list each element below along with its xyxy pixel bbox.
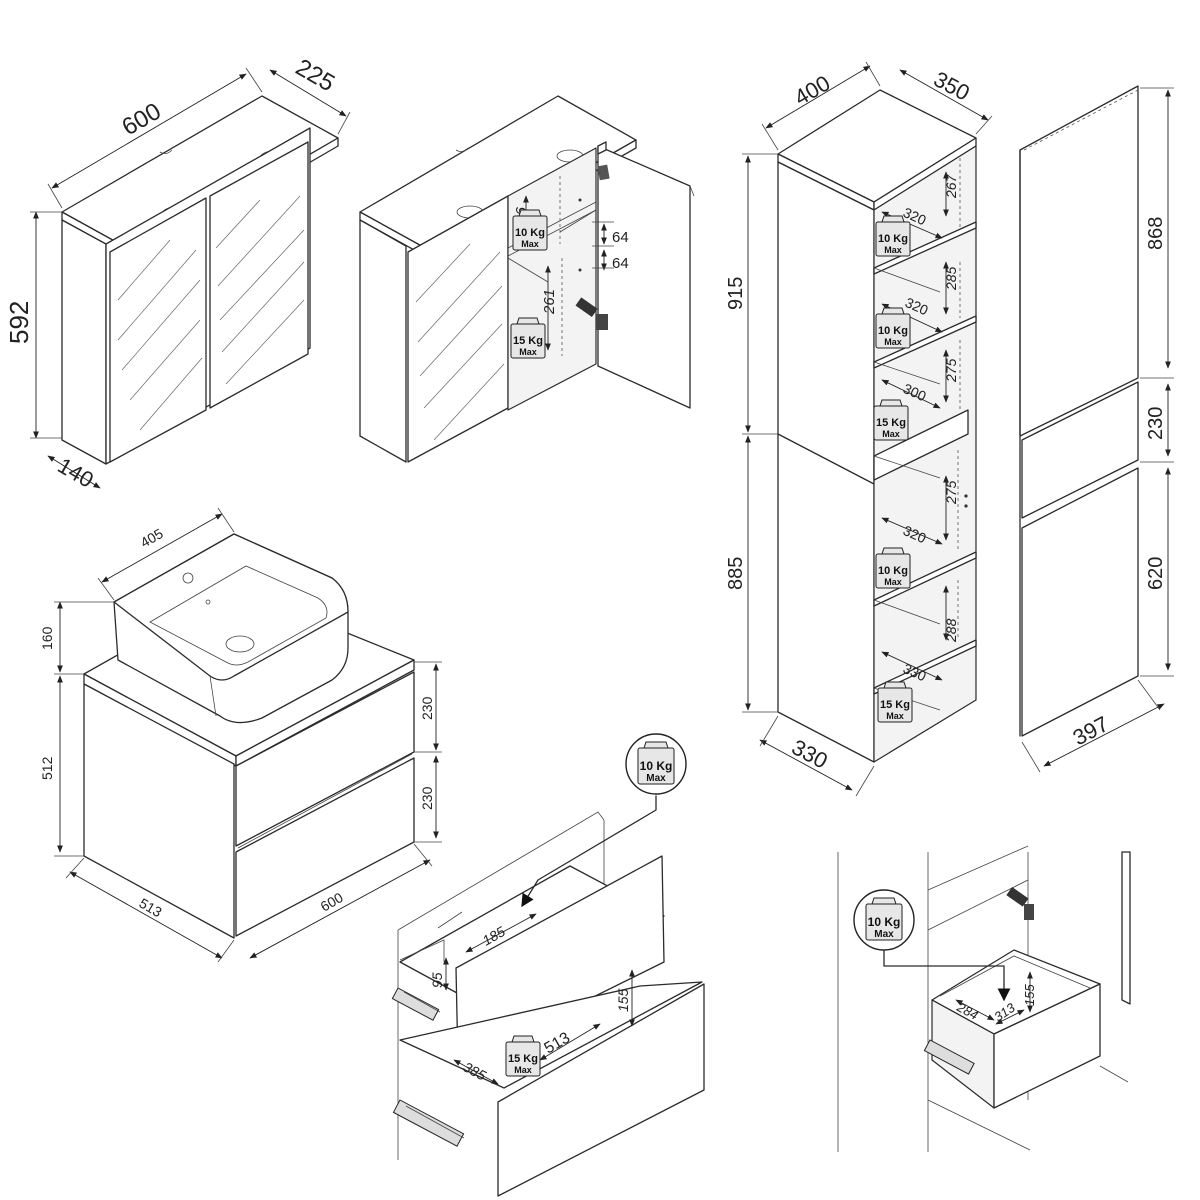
- mirror-cabinet-closed: 600 225 592 140: [4, 54, 351, 493]
- tall-cabinet: 267 285 275 275 288 320 320 300 320 330 …: [725, 61, 993, 797]
- weight-badge-15kg-drawer: 15 Kg Max: [505, 1035, 541, 1077]
- comp-3-label: 275: [943, 358, 959, 383]
- drawer-rail: [923, 1039, 975, 1075]
- drawer-rail-top: [391, 987, 441, 1021]
- weight-kg-label: 10 Kg: [640, 759, 673, 773]
- mirror-cabinet-open: 266 261 64 64 10 Kg Max 15 Kg Max: [359, 95, 695, 463]
- comp-4-label: 275: [943, 480, 959, 505]
- vanity-unit: 405 160 512 230 230 513 600: [39, 507, 442, 963]
- cabinet-height-label: 512: [39, 756, 55, 780]
- weight-badge-tall-2: 10 Kg Max: [875, 307, 911, 349]
- hinge-icon: [1006, 886, 1034, 920]
- tall-depth-label: 350: [930, 66, 974, 105]
- tall-bottom-depth-label: 330: [788, 734, 832, 773]
- tall-upper-height-label: 915: [725, 277, 747, 310]
- weight-badge-tall-1: 10 Kg Max: [875, 215, 911, 257]
- vanity-drawers-detail: 185 95 155 513 385 15 Kg Max 10 Kg Max: [391, 733, 705, 1197]
- vanity-drawer-top-label: 230: [419, 696, 435, 720]
- hinge-icon: [575, 297, 608, 330]
- mirror-depth-label: 225: [291, 54, 339, 97]
- weight-max-label: Max: [646, 773, 666, 784]
- weight-kg-label: 10 Kg: [878, 325, 908, 337]
- comp-5-label: 288: [943, 618, 959, 643]
- mirror-hatching: [117, 195, 305, 431]
- tall-width-label: 400: [790, 70, 834, 110]
- basin-width-label: 405: [138, 525, 166, 551]
- weight-max-label: Max: [884, 337, 902, 347]
- tall-cabinet-front: 868 230 620 397: [1019, 85, 1174, 773]
- basin-height-label: 160: [39, 626, 55, 650]
- mirror-bottom-depth-label: 140: [54, 453, 98, 493]
- weight-badge-10kg-mirror: 10 Kg Max: [512, 209, 548, 251]
- weight-kg-label: 15 Kg: [876, 417, 906, 429]
- weight-max-label: Max: [884, 577, 902, 587]
- mirror-width-label: 600: [118, 98, 166, 141]
- weight-max-label: Max: [882, 429, 900, 439]
- weight-badge-tall-3: 15 Kg Max: [873, 399, 909, 441]
- weight-badge-tall-5: 15 Kg Max: [877, 681, 913, 723]
- weight-badge-tall-4: 10 Kg Max: [875, 547, 911, 589]
- weight-max-label: Max: [521, 239, 539, 249]
- comp-2-label: 285: [943, 266, 959, 291]
- vanity-drawer-bottom-label: 230: [419, 786, 435, 810]
- weight-kg-label: 10 Kg: [868, 915, 901, 929]
- weight-max-label: Max: [519, 347, 537, 357]
- mirror-height-label: 592: [4, 301, 34, 344]
- weight-max-label: Max: [884, 245, 902, 255]
- weight-callout-10kg-drawer: 10 Kg Max: [521, 733, 687, 908]
- weight-kg-label: 15 Kg: [508, 1053, 538, 1065]
- weight-kg-label: 15 Kg: [513, 335, 543, 347]
- tall-drawer-detail: 284 313 155 10 Kg Max: [837, 845, 1131, 1152]
- top-drawer-height-label: 95: [429, 972, 445, 988]
- weight-badge-15kg-mirror: 15 Kg Max: [510, 317, 546, 359]
- comp-1-label: 267: [943, 173, 959, 199]
- gap-a-label: 64: [612, 229, 629, 246]
- front-width-label: 397: [1069, 711, 1113, 750]
- weight-kg-label: 10 Kg: [515, 227, 545, 239]
- drawer-front-label: 230: [1145, 407, 1167, 440]
- weight-max-label: Max: [886, 711, 904, 721]
- drawer-rail-bottom: [392, 1099, 465, 1147]
- tall-lower-height-label: 885: [725, 557, 747, 590]
- shelf-bottom-label: 261: [541, 289, 558, 315]
- bottom-drawer-height-label: 155: [615, 988, 631, 1012]
- weight-kg-label: 10 Kg: [878, 565, 908, 577]
- tall-drawer-height-label: 155: [1022, 984, 1037, 1006]
- weight-max-label: Max: [514, 1065, 532, 1075]
- vanity-width-label: 600: [318, 889, 346, 915]
- weight-kg-label: 15 Kg: [880, 699, 910, 711]
- weight-kg-label: 10 Kg: [878, 233, 908, 245]
- upper-door-label: 868: [1145, 217, 1167, 250]
- weight-callout-10kg-tall-drawer: 10 Kg Max: [853, 889, 1011, 1002]
- weight-max-label: Max: [874, 929, 894, 940]
- gap-b-label: 64: [612, 255, 629, 272]
- lower-door-label: 620: [1145, 557, 1167, 590]
